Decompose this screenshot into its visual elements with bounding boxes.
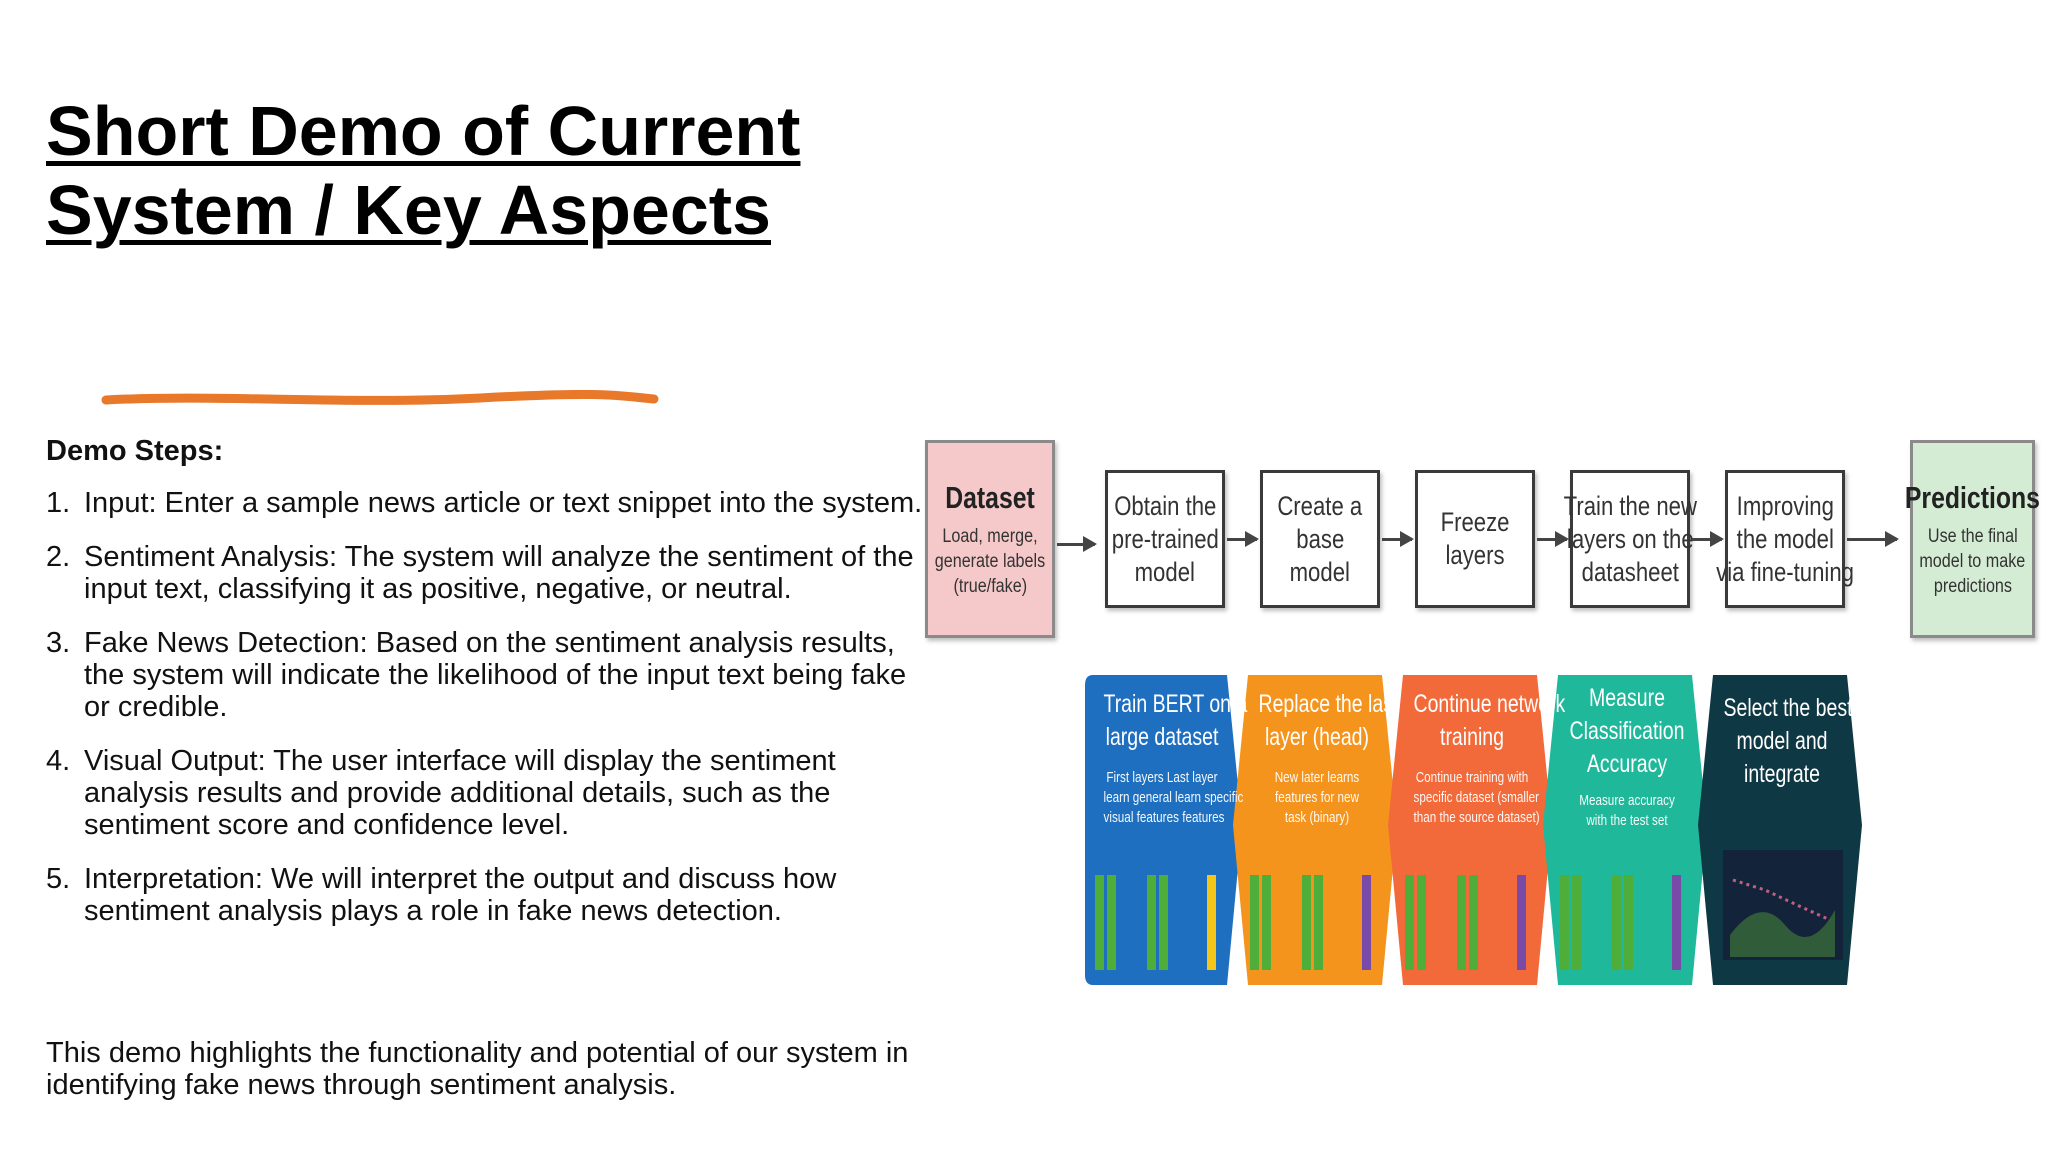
pipeline-step-box: Obtain the pre-trained model — [1105, 470, 1225, 608]
flow-arrow — [1692, 531, 1724, 547]
demo-step: 1.Input: Enter a sample news article or … — [46, 487, 923, 519]
demo-step: 2.Sentiment Analysis: The system will an… — [46, 541, 914, 605]
stage-label: Select the best model and integrate — [1723, 694, 1853, 788]
demo-summary: This demo highlights the functionality a… — [46, 1037, 909, 1101]
slide-title: Short Demo of Current System / Key Aspec… — [46, 92, 801, 249]
pipeline-diagram: Dataset Load, merge, generate labels (tr… — [925, 440, 2040, 1000]
predictions-box: Predictions Use the final model to make … — [1905, 440, 2040, 638]
stage-label: Replace the last layer (head) New later … — [1258, 690, 1399, 826]
stage-shape — [1543, 675, 1707, 985]
flow-arrow — [1382, 531, 1414, 547]
demo-step: 3.Fake News Detection: Based on the sent… — [46, 627, 907, 723]
pipeline-step-box: Train the new layers on the datasheet — [1563, 470, 1697, 608]
flow-arrow — [1537, 531, 1569, 547]
demo-step: 5.Interpretation: We will interpret the … — [46, 863, 837, 927]
flow-arrow — [1227, 531, 1259, 547]
flow-arrow — [1847, 531, 1899, 547]
stage-shape — [1233, 675, 1397, 985]
pipeline-step-box: Freeze layers — [1415, 470, 1535, 608]
transfer-learning-stages — [1085, 675, 1862, 985]
stage-label: Train BERT on a large dataset First laye… — [1103, 690, 1248, 826]
dataset-box: Dataset Load, merge, generate labels (tr… — [925, 440, 1055, 638]
demo-step: 4.Visual Output: The user interface will… — [46, 745, 836, 841]
stage-label: Continue network training Continue train… — [1413, 690, 1566, 826]
stage-shape — [1388, 675, 1552, 985]
stage-shape — [1085, 675, 1242, 985]
pipeline-step-box: Improving the model via fine-tuning — [1716, 470, 1854, 608]
stage-label: Measure Classification Accuracy Measure … — [1569, 684, 1685, 829]
demo-steps-heading: Demo Steps: — [46, 435, 224, 467]
demo-steps-list: 1.Input: Enter a sample news article or … — [46, 487, 926, 949]
pipeline-step-box: Create a base model — [1260, 470, 1380, 608]
flow-arrow — [1057, 536, 1097, 552]
accent-underline-stroke — [101, 390, 659, 405]
